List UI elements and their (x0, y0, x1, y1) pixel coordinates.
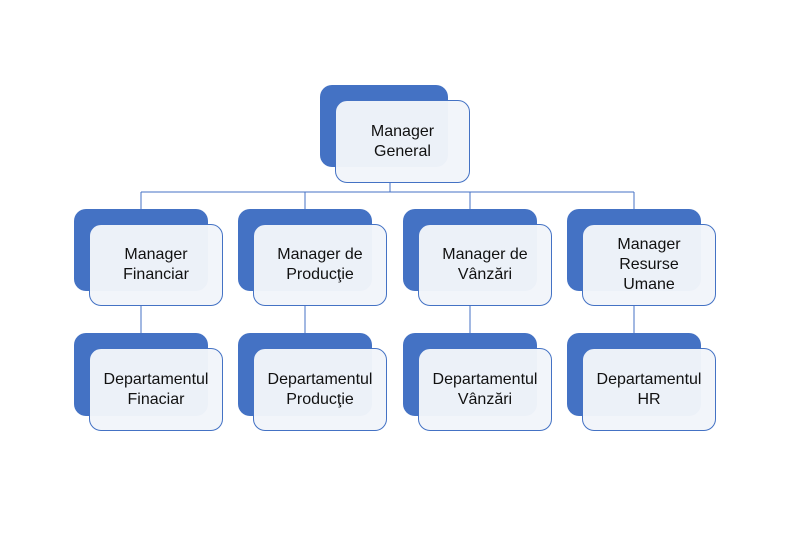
node-front: Manager de Vânzări (418, 224, 552, 306)
node-front: Manager de Producţie (253, 224, 387, 306)
node-front: Departamentul Finaciar (89, 348, 223, 431)
node-front: Departamentul Vânzări (418, 348, 552, 431)
node-label: Manager de Producţie (277, 246, 363, 283)
node-label: Manager Financiar (123, 246, 189, 283)
node-front: Manager Financiar (89, 224, 223, 306)
node-label: Departamentul Vânzări (432, 370, 538, 408)
node-front: Departamentul Producţie (253, 348, 387, 431)
node-label: Manager de Vânzări (442, 246, 528, 283)
node-label: Manager Resurse Umane (617, 236, 681, 293)
node-label: Manager General (370, 122, 435, 160)
node-front: Manager General (335, 100, 470, 183)
node-label: Departamentul Finaciar (103, 370, 209, 408)
node-front: Manager Resurse Umane (582, 224, 716, 306)
node-front: Departamentul HR (582, 348, 716, 431)
node-label: Departamentul Producţie (267, 370, 373, 408)
node-label: Departamentul HR (596, 370, 702, 408)
